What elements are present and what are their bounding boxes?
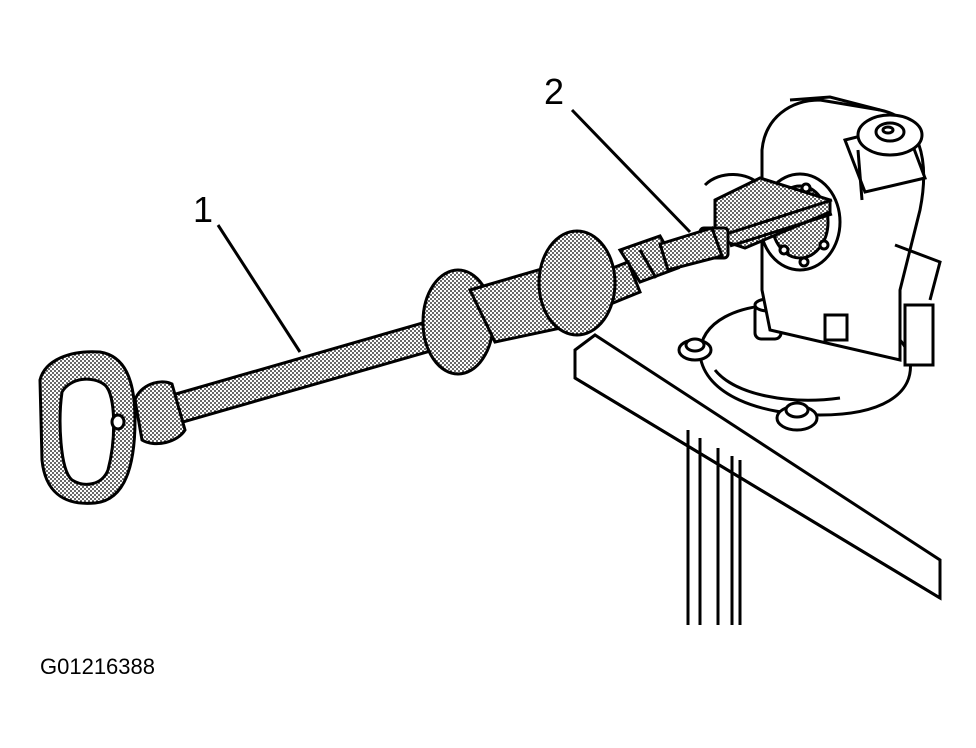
puller-adapter <box>617 173 833 284</box>
workbench <box>573 333 942 625</box>
slide-hammer <box>38 229 642 505</box>
callout-2: 2 <box>544 71 565 112</box>
leader-line-1 <box>216 224 302 353</box>
vise-handle-pulley <box>842 113 928 201</box>
callout-1: 1 <box>193 189 214 230</box>
leader-lines <box>216 108 692 353</box>
figure-id: G01216388 <box>40 654 155 679</box>
leader-line-2 <box>570 108 692 234</box>
